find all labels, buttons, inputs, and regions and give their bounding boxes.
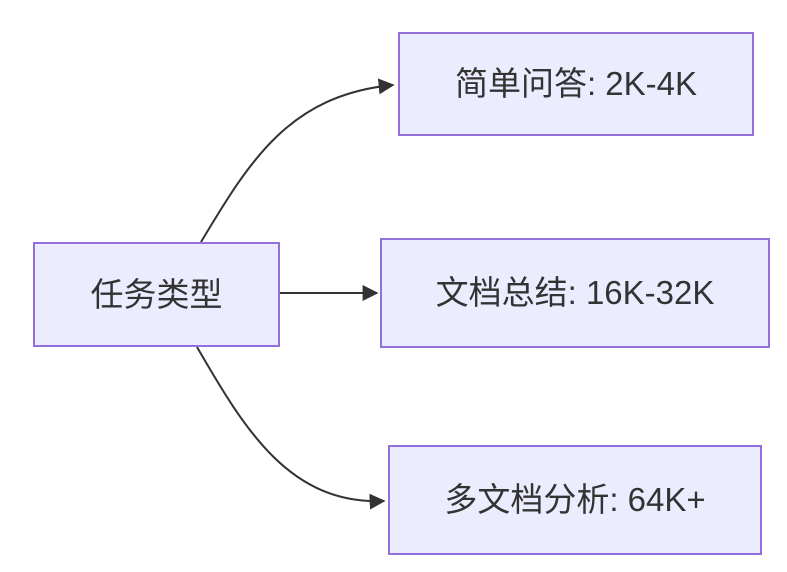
node-simple-qa-label: 简单问答: 2K-4K [454,65,698,103]
node-multi-doc: 多文档分析: 64K+ [388,445,762,555]
node-doc-summary: 文档总结: 16K-32K [380,238,770,348]
node-task-type-label: 任务类型 [90,275,223,313]
node-multi-doc-label: 多文档分析: 64K+ [444,481,706,519]
edge-task-to-simple-qa [200,78,395,243]
node-task-type: 任务类型 [33,242,280,347]
node-simple-qa: 简单问答: 2K-4K [398,32,754,136]
node-doc-summary-label: 文档总结: 16K-32K [435,274,715,312]
edge-task-to-multi-doc [196,346,386,510]
